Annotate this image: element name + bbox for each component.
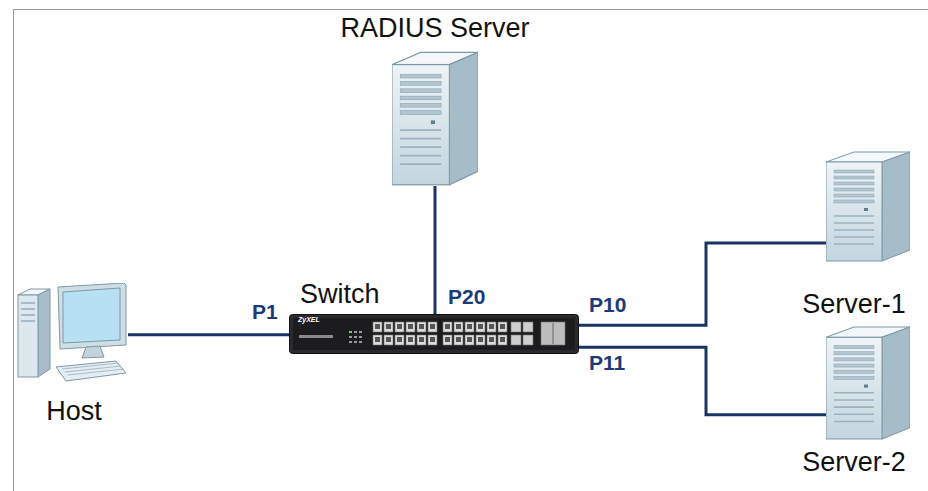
server-tower: RADIUS Server [330, 12, 540, 186]
port-label: P11 [587, 351, 627, 375]
node-label: Server-2 [782, 446, 926, 478]
port-label: P10 [587, 293, 628, 317]
node-label: Server-1 [782, 288, 926, 320]
network-cable [128, 333, 289, 336]
brand-logo: ZyXEL [298, 316, 320, 324]
server-icon [826, 150, 910, 262]
server-tower: Server-2 [782, 325, 926, 478]
node-label: RADIUS Server [330, 12, 540, 44]
network-cable [579, 347, 826, 415]
switch-icon [289, 314, 579, 354]
switch-device: Switch [288, 278, 580, 354]
network-cable [434, 186, 437, 314]
server-tower: Server-1 [782, 150, 926, 320]
node-label: Host [12, 395, 136, 427]
node-label: Switch [288, 278, 580, 310]
network-cable [579, 243, 826, 325]
port-label: P20 [446, 285, 487, 309]
pc-icon [16, 283, 128, 391]
host-computer: Host [12, 283, 136, 427]
port-label: P1 [250, 300, 280, 324]
server-icon [826, 325, 910, 440]
server-icon [392, 50, 478, 186]
